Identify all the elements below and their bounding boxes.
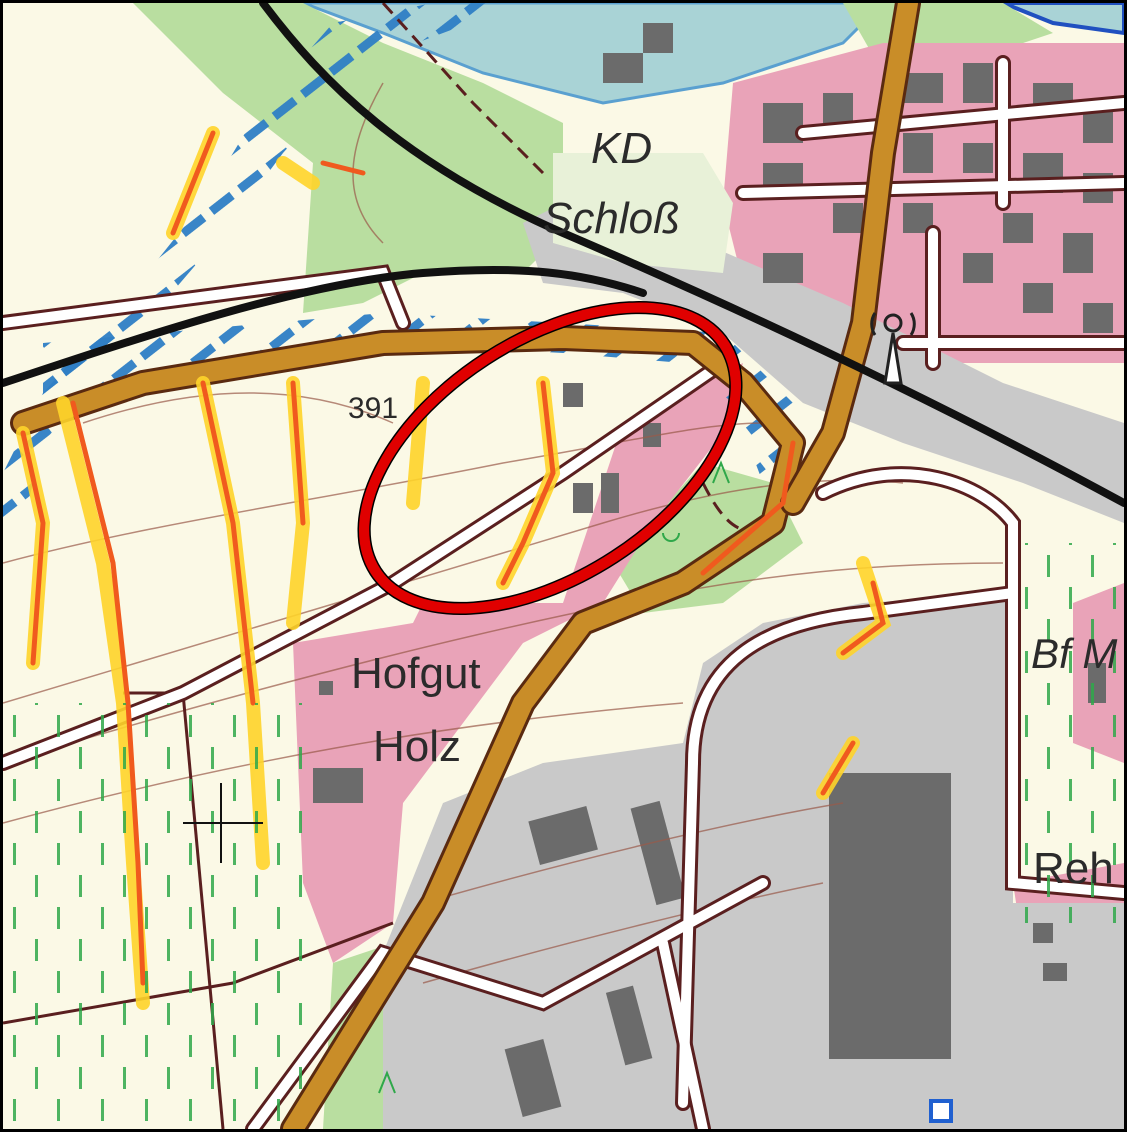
survey-cross-icon [183, 783, 263, 863]
highlight-ellipse [358, 302, 742, 614]
label-reh: Reh [1033, 844, 1114, 893]
forest-symbols [378, 460, 730, 1094]
highlight-ellipse-outline [369, 312, 731, 604]
building-large-hall [829, 773, 951, 1059]
residential-area-hofgut [293, 363, 743, 963]
label-holz: Holz [373, 722, 461, 771]
label-hofgut: Hofgut [351, 649, 481, 698]
water-area-right [1002, 3, 1124, 36]
grassland-symbols-west [3, 703, 303, 1129]
railway [3, 3, 1124, 507]
label-elevation: 391 [348, 392, 398, 425]
flood-hatching-west [3, 3, 523, 543]
highlight-ellipse-outline-outer [357, 301, 743, 615]
schloss-area [553, 153, 733, 273]
forest-area-north [133, 3, 563, 313]
label-station: Bf M [1031, 630, 1117, 677]
blue-marker-icon [929, 1099, 953, 1123]
radio-tower-icon [870, 312, 916, 385]
grassland-symbols-east [1013, 543, 1124, 923]
forest-area-middle [613, 463, 803, 613]
label-schloss: Schloß [543, 194, 680, 243]
topographic-map[interactable]: KD Schloß Hofgut Holz Bf M Reh 391 [3, 3, 1124, 1129]
label-kd: KD [591, 124, 652, 173]
